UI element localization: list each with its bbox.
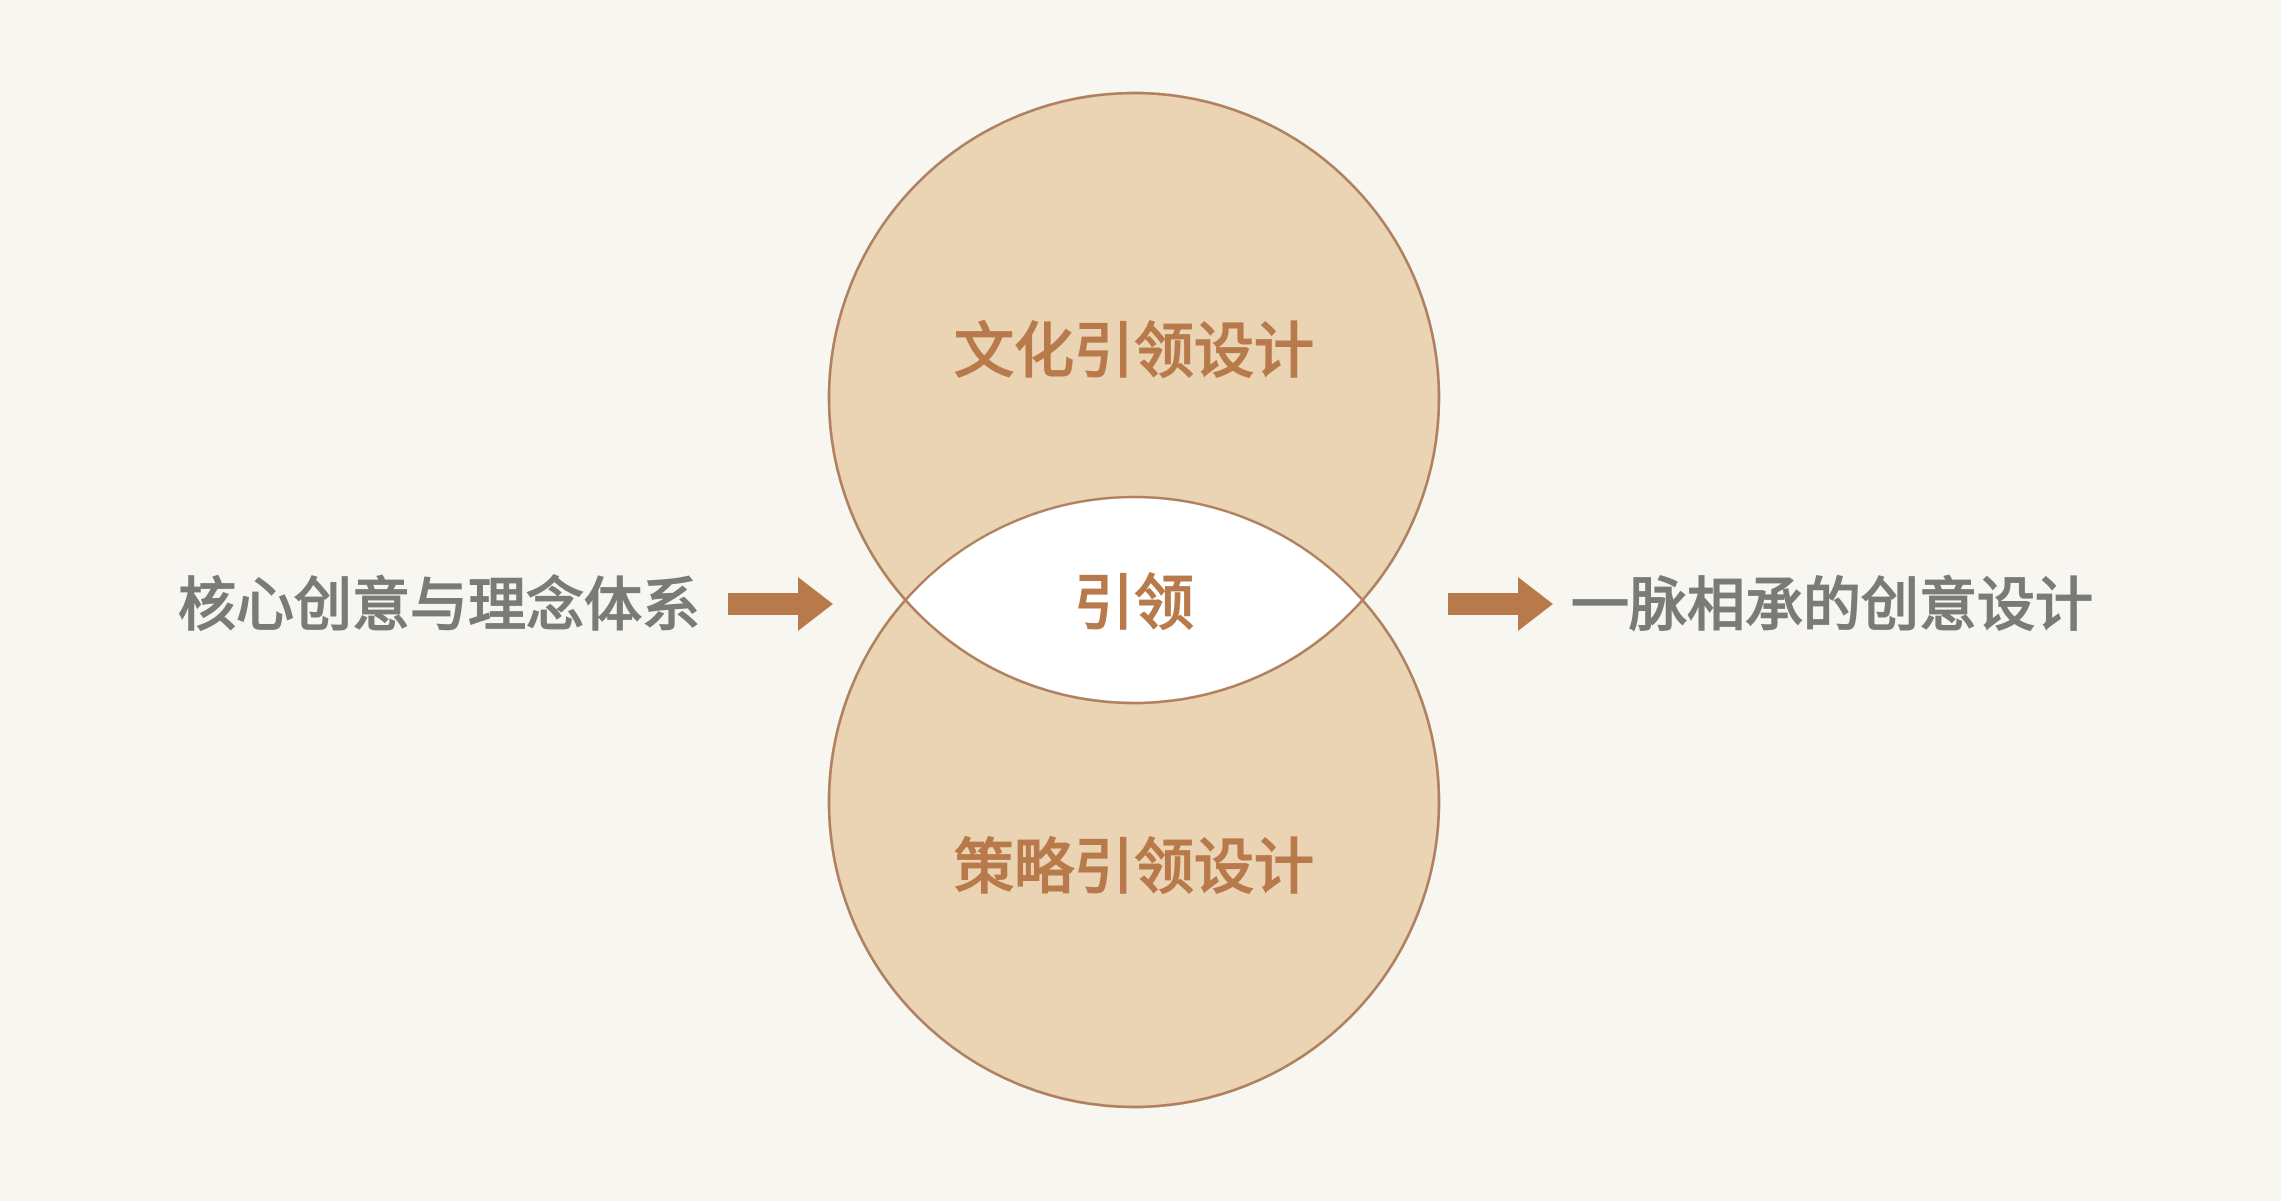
intersection-region bbox=[829, 497, 1439, 703]
left-arrow-icon bbox=[728, 577, 833, 631]
right-arrow-icon bbox=[1448, 577, 1553, 631]
bottom-circle-label: 策略引领设计 bbox=[954, 833, 1314, 903]
output-design-label: 一脉相承的创意设计 bbox=[1571, 571, 2094, 639]
top-circle-outline bbox=[827, 91, 1441, 705]
top-circle-label: 文化引领设计 bbox=[954, 317, 1314, 387]
intersection-label: 引领 bbox=[1074, 569, 1194, 639]
bottom-circle-outline bbox=[827, 495, 1441, 1109]
input-concept-label: 核心创意与理念体系 bbox=[178, 571, 701, 639]
